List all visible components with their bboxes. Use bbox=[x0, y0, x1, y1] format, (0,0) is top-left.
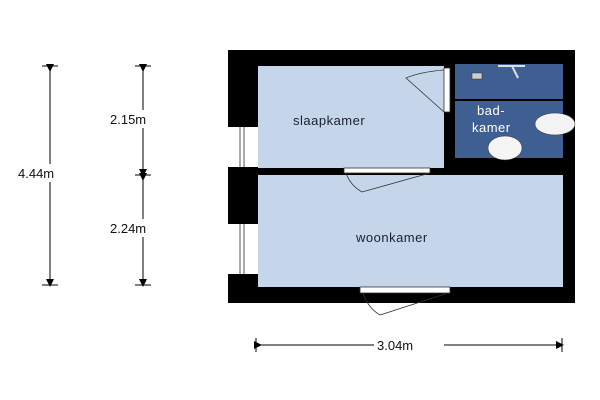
toilet-icon bbox=[487, 135, 523, 161]
door-entrance bbox=[359, 286, 451, 316]
room-label-bedroom: slaapkamer bbox=[293, 113, 365, 128]
dimension-label-living-height: 2.24m bbox=[110, 221, 146, 236]
dimension-label-width: 3.04m bbox=[377, 338, 413, 353]
dimension-label-total-height: 4.44m bbox=[18, 166, 54, 181]
window-living bbox=[228, 224, 258, 274]
room-label-living: woonkamer bbox=[355, 230, 428, 245]
door-bathroom bbox=[405, 67, 451, 113]
window-bedroom bbox=[228, 127, 258, 167]
sink-icon bbox=[534, 112, 576, 136]
room-label-bathroom-2: kamer bbox=[472, 120, 511, 135]
dimension-label-bedroom-height: 2.15m bbox=[110, 112, 146, 127]
bathroom-floor-upper bbox=[455, 64, 563, 99]
living-floor bbox=[258, 175, 563, 287]
room-label-bathroom-1: bad- bbox=[477, 103, 505, 118]
shower-icon bbox=[471, 65, 525, 80]
bedroom-floor bbox=[258, 66, 444, 168]
door-bedroom bbox=[343, 167, 431, 193]
